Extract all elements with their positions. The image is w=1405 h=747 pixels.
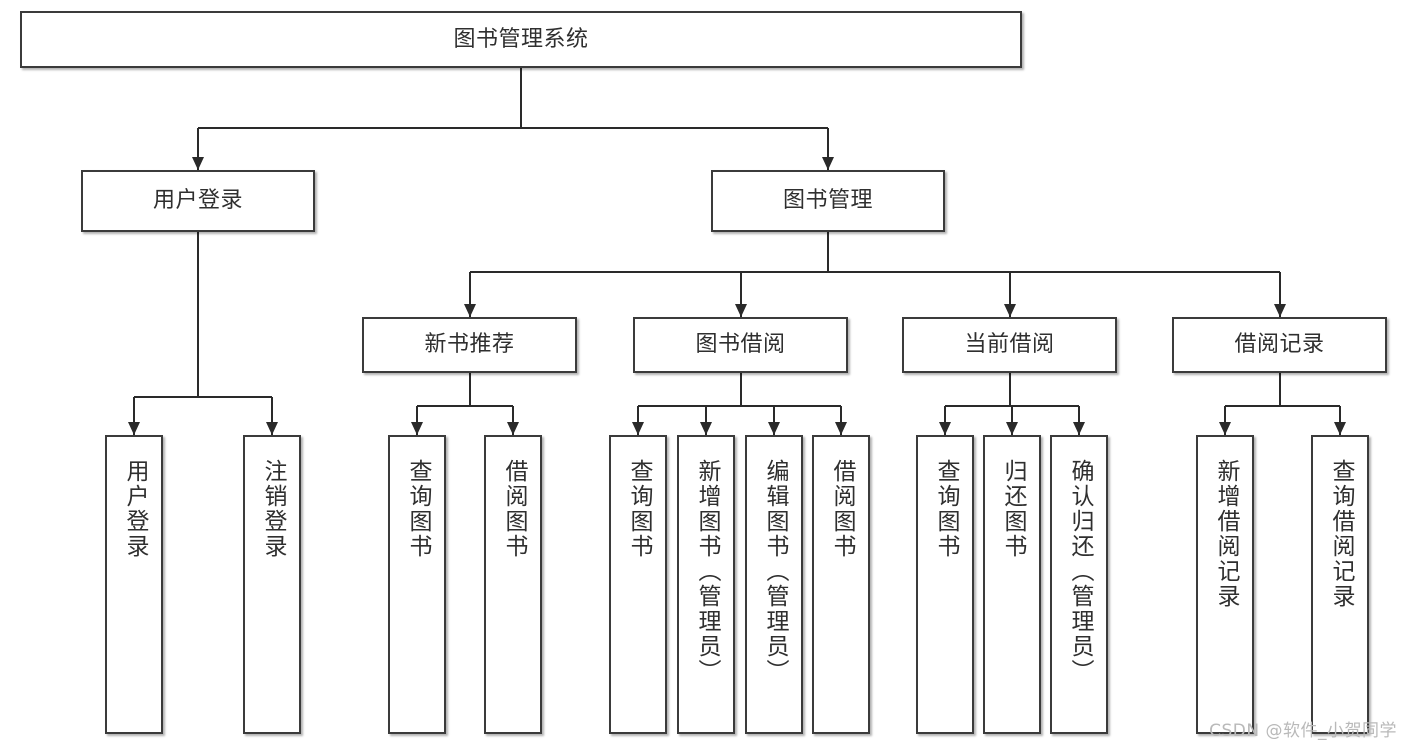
node-label: 图书借阅	[695, 332, 786, 358]
node-label: 借阅图书	[500, 459, 527, 559]
node-leaf-confirm-return[interactable]: 确认归还（管理员）	[1050, 435, 1108, 734]
node-leaf-query-record[interactable]: 查询借阅记录	[1311, 435, 1369, 734]
node-label: 查询图书	[932, 459, 959, 559]
node-leaf-user-login[interactable]: 用户登录	[105, 435, 163, 734]
node-label: 新增借阅记录	[1212, 459, 1239, 609]
watermark-text: CSDN @软件_小贺同学	[1209, 721, 1397, 741]
node-book-borrow[interactable]: 图书借阅	[633, 317, 848, 373]
arrow-head-icon	[1006, 422, 1018, 435]
node-leaf-query-book-3[interactable]: 查询图书	[916, 435, 974, 734]
arrow-head-icon	[939, 422, 951, 435]
node-label: 用户登录	[152, 188, 243, 214]
node-leaf-edit-book[interactable]: 编辑图书（管理员）	[745, 435, 803, 734]
arrow-head-icon	[266, 422, 278, 435]
arrow-head-icon	[700, 422, 712, 435]
node-label: 新增图书（管理员）	[693, 459, 720, 684]
node-label: 归还图书	[999, 459, 1026, 559]
arrow-head-icon	[507, 422, 519, 435]
node-label: 图书管理系统	[453, 26, 589, 52]
arrow-head-icon	[1004, 304, 1016, 317]
node-label: 确认归还（管理员）	[1066, 459, 1093, 684]
node-label: 用户登录	[121, 459, 148, 559]
node-label: 注销登录	[259, 459, 286, 559]
node-book-manage[interactable]: 图书管理	[711, 170, 945, 232]
arrow-head-icon	[192, 157, 204, 170]
arrow-head-icon	[1073, 422, 1085, 435]
node-label: 借阅记录	[1234, 332, 1325, 358]
node-leaf-borrow-book-1[interactable]: 借阅图书	[484, 435, 542, 734]
node-current-borrow[interactable]: 当前借阅	[902, 317, 1117, 373]
node-label: 查询借阅记录	[1327, 459, 1354, 609]
node-leaf-add-book[interactable]: 新增图书（管理员）	[677, 435, 735, 734]
node-label: 当前借阅	[964, 332, 1055, 358]
arrow-head-icon	[1219, 422, 1231, 435]
node-label: 查询图书	[404, 459, 431, 559]
node-label: 编辑图书（管理员）	[761, 459, 788, 684]
arrow-head-icon	[768, 422, 780, 435]
node-label: 借阅图书	[828, 459, 855, 559]
node-borrow-record[interactable]: 借阅记录	[1172, 317, 1387, 373]
arrow-head-icon	[822, 157, 834, 170]
node-leaf-add-record[interactable]: 新增借阅记录	[1196, 435, 1254, 734]
node-user-login[interactable]: 用户登录	[81, 170, 315, 232]
arrow-head-icon	[464, 304, 476, 317]
node-label: 查询图书	[625, 459, 652, 559]
node-leaf-logout[interactable]: 注销登录	[243, 435, 301, 734]
node-label: 图书管理	[782, 188, 873, 214]
node-root[interactable]: 图书管理系统	[20, 11, 1022, 68]
arrow-head-icon	[735, 304, 747, 317]
node-new-book-rec[interactable]: 新书推荐	[362, 317, 577, 373]
arrow-head-icon	[128, 422, 140, 435]
node-leaf-query-book-2[interactable]: 查询图书	[609, 435, 667, 734]
arrow-head-icon	[632, 422, 644, 435]
arrow-head-icon	[1334, 422, 1346, 435]
arrow-head-icon	[411, 422, 423, 435]
node-leaf-query-book-1[interactable]: 查询图书	[388, 435, 446, 734]
node-leaf-return-book[interactable]: 归还图书	[983, 435, 1041, 734]
node-leaf-borrow-book-2[interactable]: 借阅图书	[812, 435, 870, 734]
arrow-head-icon	[835, 422, 847, 435]
node-label: 新书推荐	[424, 332, 515, 358]
arrow-head-icon	[1274, 304, 1286, 317]
